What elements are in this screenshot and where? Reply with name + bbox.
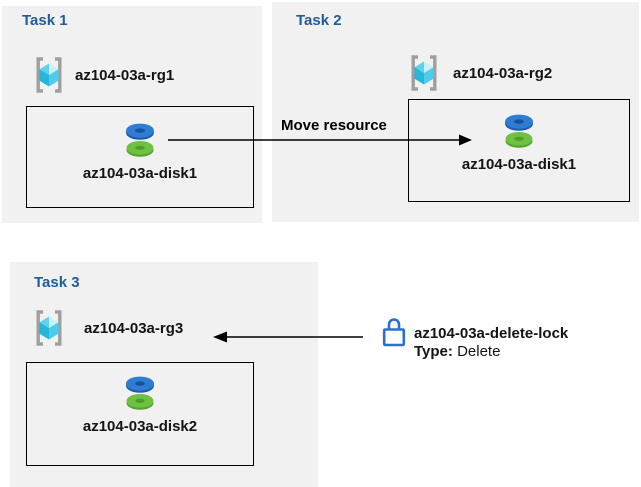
resource-group-icon <box>411 55 437 91</box>
task2-resource-name: az104-03a-disk1 <box>461 156 577 173</box>
task2-title: Task 2 <box>296 12 342 29</box>
task3-resource-box: az104-03a-disk2 <box>26 362 254 466</box>
task3-resource-group-name: az104-03a-rg3 <box>84 320 184 337</box>
lock-text-block: az104-03a-delete-lock Type: Delete <box>414 325 568 361</box>
lock-name: az104-03a-delete-lock <box>414 325 569 342</box>
task1-title: Task 1 <box>22 12 68 29</box>
move-resource-label: Move resource <box>281 117 387 134</box>
resource-group-icon <box>36 310 62 346</box>
task3-title: Task 3 <box>34 274 80 291</box>
task2-resource-group-name: az104-03a-rg2 <box>453 65 553 82</box>
task3-panel: Task 3 az104-03a-rg3 az104-03a-disk2 <box>10 262 318 487</box>
lock-type-line: Type: Delete <box>414 343 568 361</box>
lock-type-label: Type: <box>414 343 453 360</box>
task1-panel: Task 1 az104-03a-rg1 az104-03a-disk1 <box>2 6 262 223</box>
disk-icon <box>126 376 154 410</box>
task2-panel: Task 2 az104-03a-rg2 az104-03a-disk1 <box>272 2 639 222</box>
lock-figure <box>377 312 411 352</box>
task1-resource-group-name: az104-03a-rg1 <box>75 67 175 84</box>
resource-group-icon <box>36 57 62 93</box>
disk-icon <box>505 114 533 148</box>
task2-resource-box: az104-03a-disk1 <box>408 99 630 202</box>
task3-resource-name: az104-03a-disk2 <box>82 418 198 435</box>
disk-icon <box>126 123 154 157</box>
task1-resource-box: az104-03a-disk1 <box>26 106 254 208</box>
task1-resource-name: az104-03a-disk1 <box>82 165 198 182</box>
lock-type-value: Delete <box>457 343 501 360</box>
lock-icon <box>382 318 406 347</box>
